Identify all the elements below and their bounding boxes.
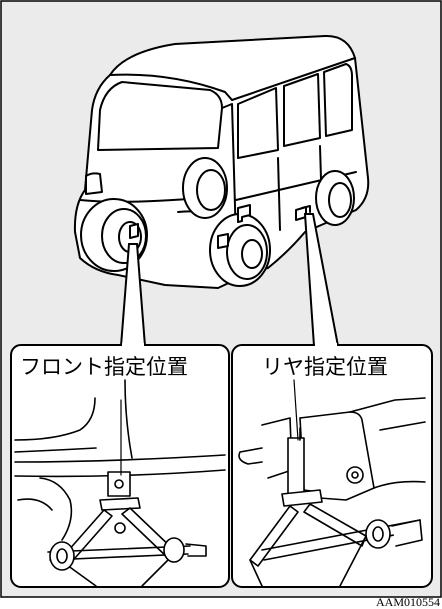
- rear-jack-detail: [238, 379, 426, 587]
- front-jack-detail: [14, 379, 226, 587]
- rear-jack-point-label: リヤ指定位置: [262, 355, 388, 379]
- front-jack-panel: [10, 344, 230, 588]
- leader-lines: [119, 213, 340, 347]
- figure-code: AAM010554: [375, 595, 440, 609]
- van-illustration: [73, 34, 370, 289]
- front-jack-point-label: フロント指定位置: [20, 355, 188, 379]
